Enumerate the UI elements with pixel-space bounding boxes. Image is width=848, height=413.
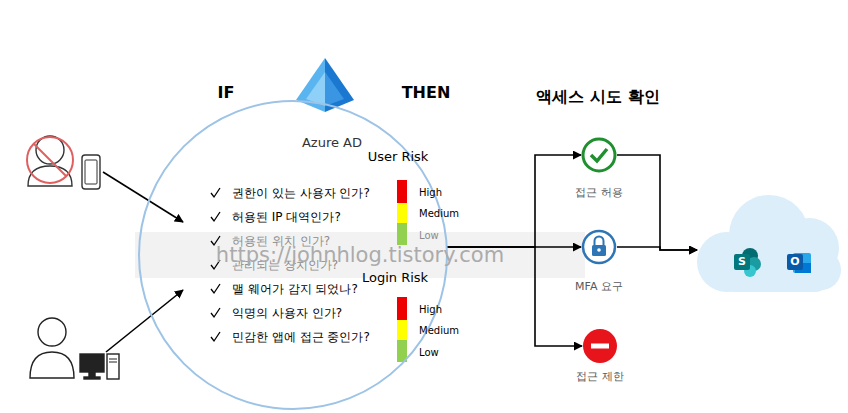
status-label: MFA 요구 bbox=[575, 280, 623, 293]
risk-level: Low bbox=[419, 230, 439, 242]
lock-outline bbox=[581, 229, 617, 265]
section-heading: 액세스 시도 확인 bbox=[536, 87, 659, 106]
sharepoint-letter: S bbox=[738, 255, 746, 268]
condition-item: 허용된 IP 대역인가? bbox=[232, 210, 341, 224]
minus-outline bbox=[582, 328, 618, 364]
risk-heading: User Risk bbox=[368, 149, 429, 165]
condition-item: 익명의 사용자 인가? bbox=[232, 306, 342, 320]
cloud-outline bbox=[697, 190, 842, 300]
outlook-letter: O bbox=[790, 255, 799, 268]
cloud-service: SO bbox=[697, 190, 842, 300]
input-arrow bbox=[103, 172, 183, 222]
flow-connector bbox=[617, 155, 697, 250]
logo-caption: Azure AD bbox=[302, 135, 362, 151]
mfa-icon: MFA 요구 bbox=[581, 229, 617, 265]
blocked-user-icon bbox=[27, 136, 100, 189]
flow-connector bbox=[447, 155, 581, 247]
user-risk-bar bbox=[397, 180, 407, 245]
watermark-band bbox=[135, 232, 585, 278]
risk-level: High bbox=[419, 187, 442, 199]
risk-heading: Login Risk bbox=[362, 270, 428, 286]
status-label: 접근 제한 bbox=[576, 370, 624, 383]
then-heading: THEN bbox=[402, 83, 451, 102]
deny-icon: 접근 제한 bbox=[582, 328, 618, 364]
allow-icon: 접근 허용 bbox=[581, 137, 617, 173]
flow-connector bbox=[617, 247, 697, 250]
status-label: 접근 허용 bbox=[575, 186, 623, 199]
risk-level: Medium bbox=[419, 208, 459, 220]
condition-item: 권한이 있는 사용자 인가? bbox=[232, 186, 370, 200]
risk-level: Low bbox=[419, 347, 439, 359]
watermark: https://johnhlog.tistory.com bbox=[216, 243, 504, 268]
desktop-user-icon bbox=[30, 318, 119, 379]
check-outline bbox=[581, 137, 617, 173]
condition-item: 맬 웨어가 감지 되었나? bbox=[232, 282, 358, 296]
risk-level: Medium bbox=[419, 325, 459, 337]
condition-item: 민감한 앱에 접근 중인가? bbox=[232, 330, 370, 344]
login-risk-bar bbox=[397, 297, 407, 362]
risk-level: High bbox=[419, 304, 442, 316]
if-heading: IF bbox=[218, 83, 235, 102]
